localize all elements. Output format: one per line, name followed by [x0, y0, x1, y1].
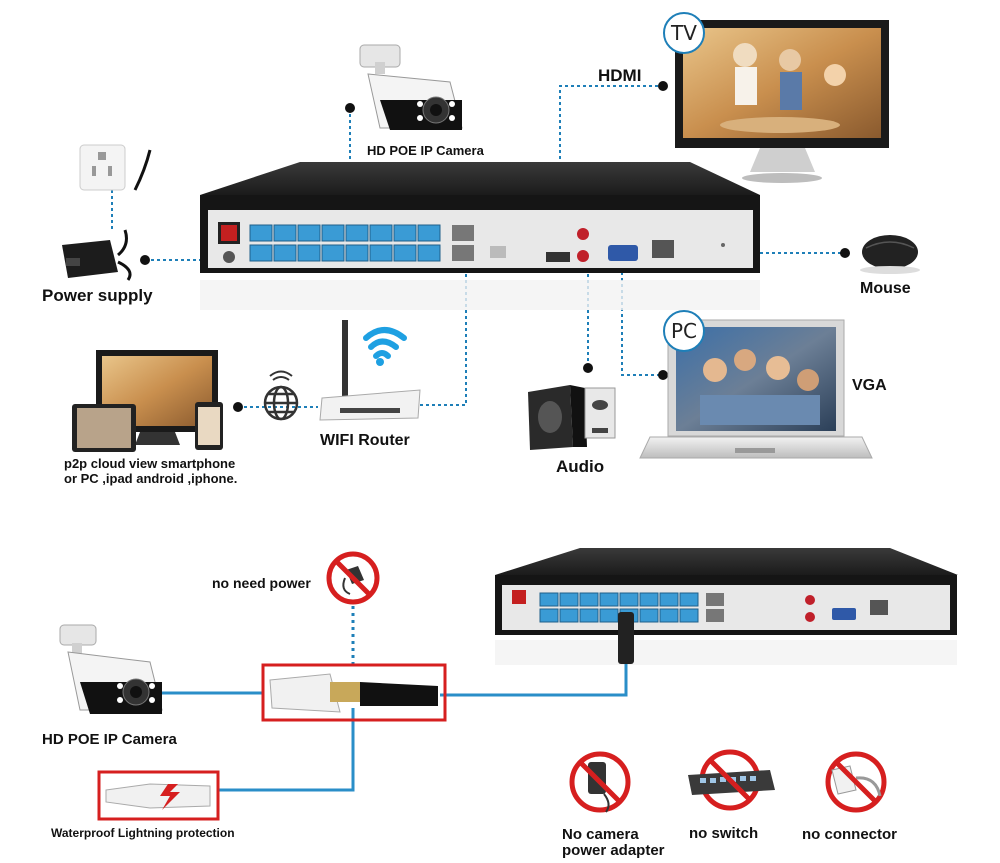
laptop-pc	[639, 319, 873, 459]
waterproof-highlight-box	[97, 770, 220, 821]
hdmi-label: HDMI	[598, 66, 642, 85]
p2p-line2: or PC ,ipad android ,iphone.	[64, 471, 238, 486]
power-supply-label: Power supply	[42, 286, 153, 305]
mouse-device	[860, 235, 920, 274]
no-connector-label: no connector	[802, 826, 898, 843]
link-dots	[140, 81, 850, 412]
tv-tag: TV	[663, 12, 705, 54]
ip-camera-top	[359, 44, 463, 130]
mouse-label: Mouse	[860, 280, 911, 297]
power-adapter	[62, 229, 132, 281]
no-adapter-line2: power adapter	[562, 842, 665, 859]
tv-monitor	[675, 20, 889, 183]
wifi-router-label: WIFI Router	[320, 432, 410, 449]
vga-link	[621, 260, 663, 376]
wifi-signal-icon	[363, 327, 407, 366]
rj45-plug	[618, 612, 634, 664]
no-adapter-line1: No camera	[562, 826, 639, 843]
bottom-camera-label: HD POE IP Camera	[42, 731, 177, 748]
power-outlet	[79, 144, 152, 191]
p2p-line1: p2p cloud view smartphone	[64, 456, 236, 471]
internet-globe-icon	[263, 370, 299, 421]
lightning-icon	[160, 784, 180, 810]
no-adapter-prohibition-icon	[569, 751, 631, 813]
wifi-router	[319, 320, 421, 421]
camera-label: HD POE IP Camera	[367, 143, 484, 158]
no-connector-prohibition-icon	[825, 751, 887, 813]
client-devices	[72, 350, 223, 452]
poe-cable	[160, 660, 628, 792]
audio-label: Audio	[556, 457, 605, 476]
no-switch-label: no switch	[689, 825, 759, 842]
no-power-prohibition-icon	[326, 551, 380, 605]
waterproof-label: Waterproof Lightning protection	[51, 826, 235, 840]
connector-highlight-box	[261, 663, 447, 722]
audio-speakers	[528, 385, 616, 450]
poe-ports	[249, 224, 441, 262]
vga-label: VGA	[852, 377, 887, 394]
no-need-power-label: no need power	[212, 575, 311, 591]
nvr-recorder	[200, 162, 760, 310]
ip-camera-bottom	[59, 624, 163, 714]
no-switch-prohibition-icon	[688, 749, 775, 811]
nvr-recorder-bottom	[495, 548, 958, 665]
pc-tag: PC	[663, 310, 705, 352]
